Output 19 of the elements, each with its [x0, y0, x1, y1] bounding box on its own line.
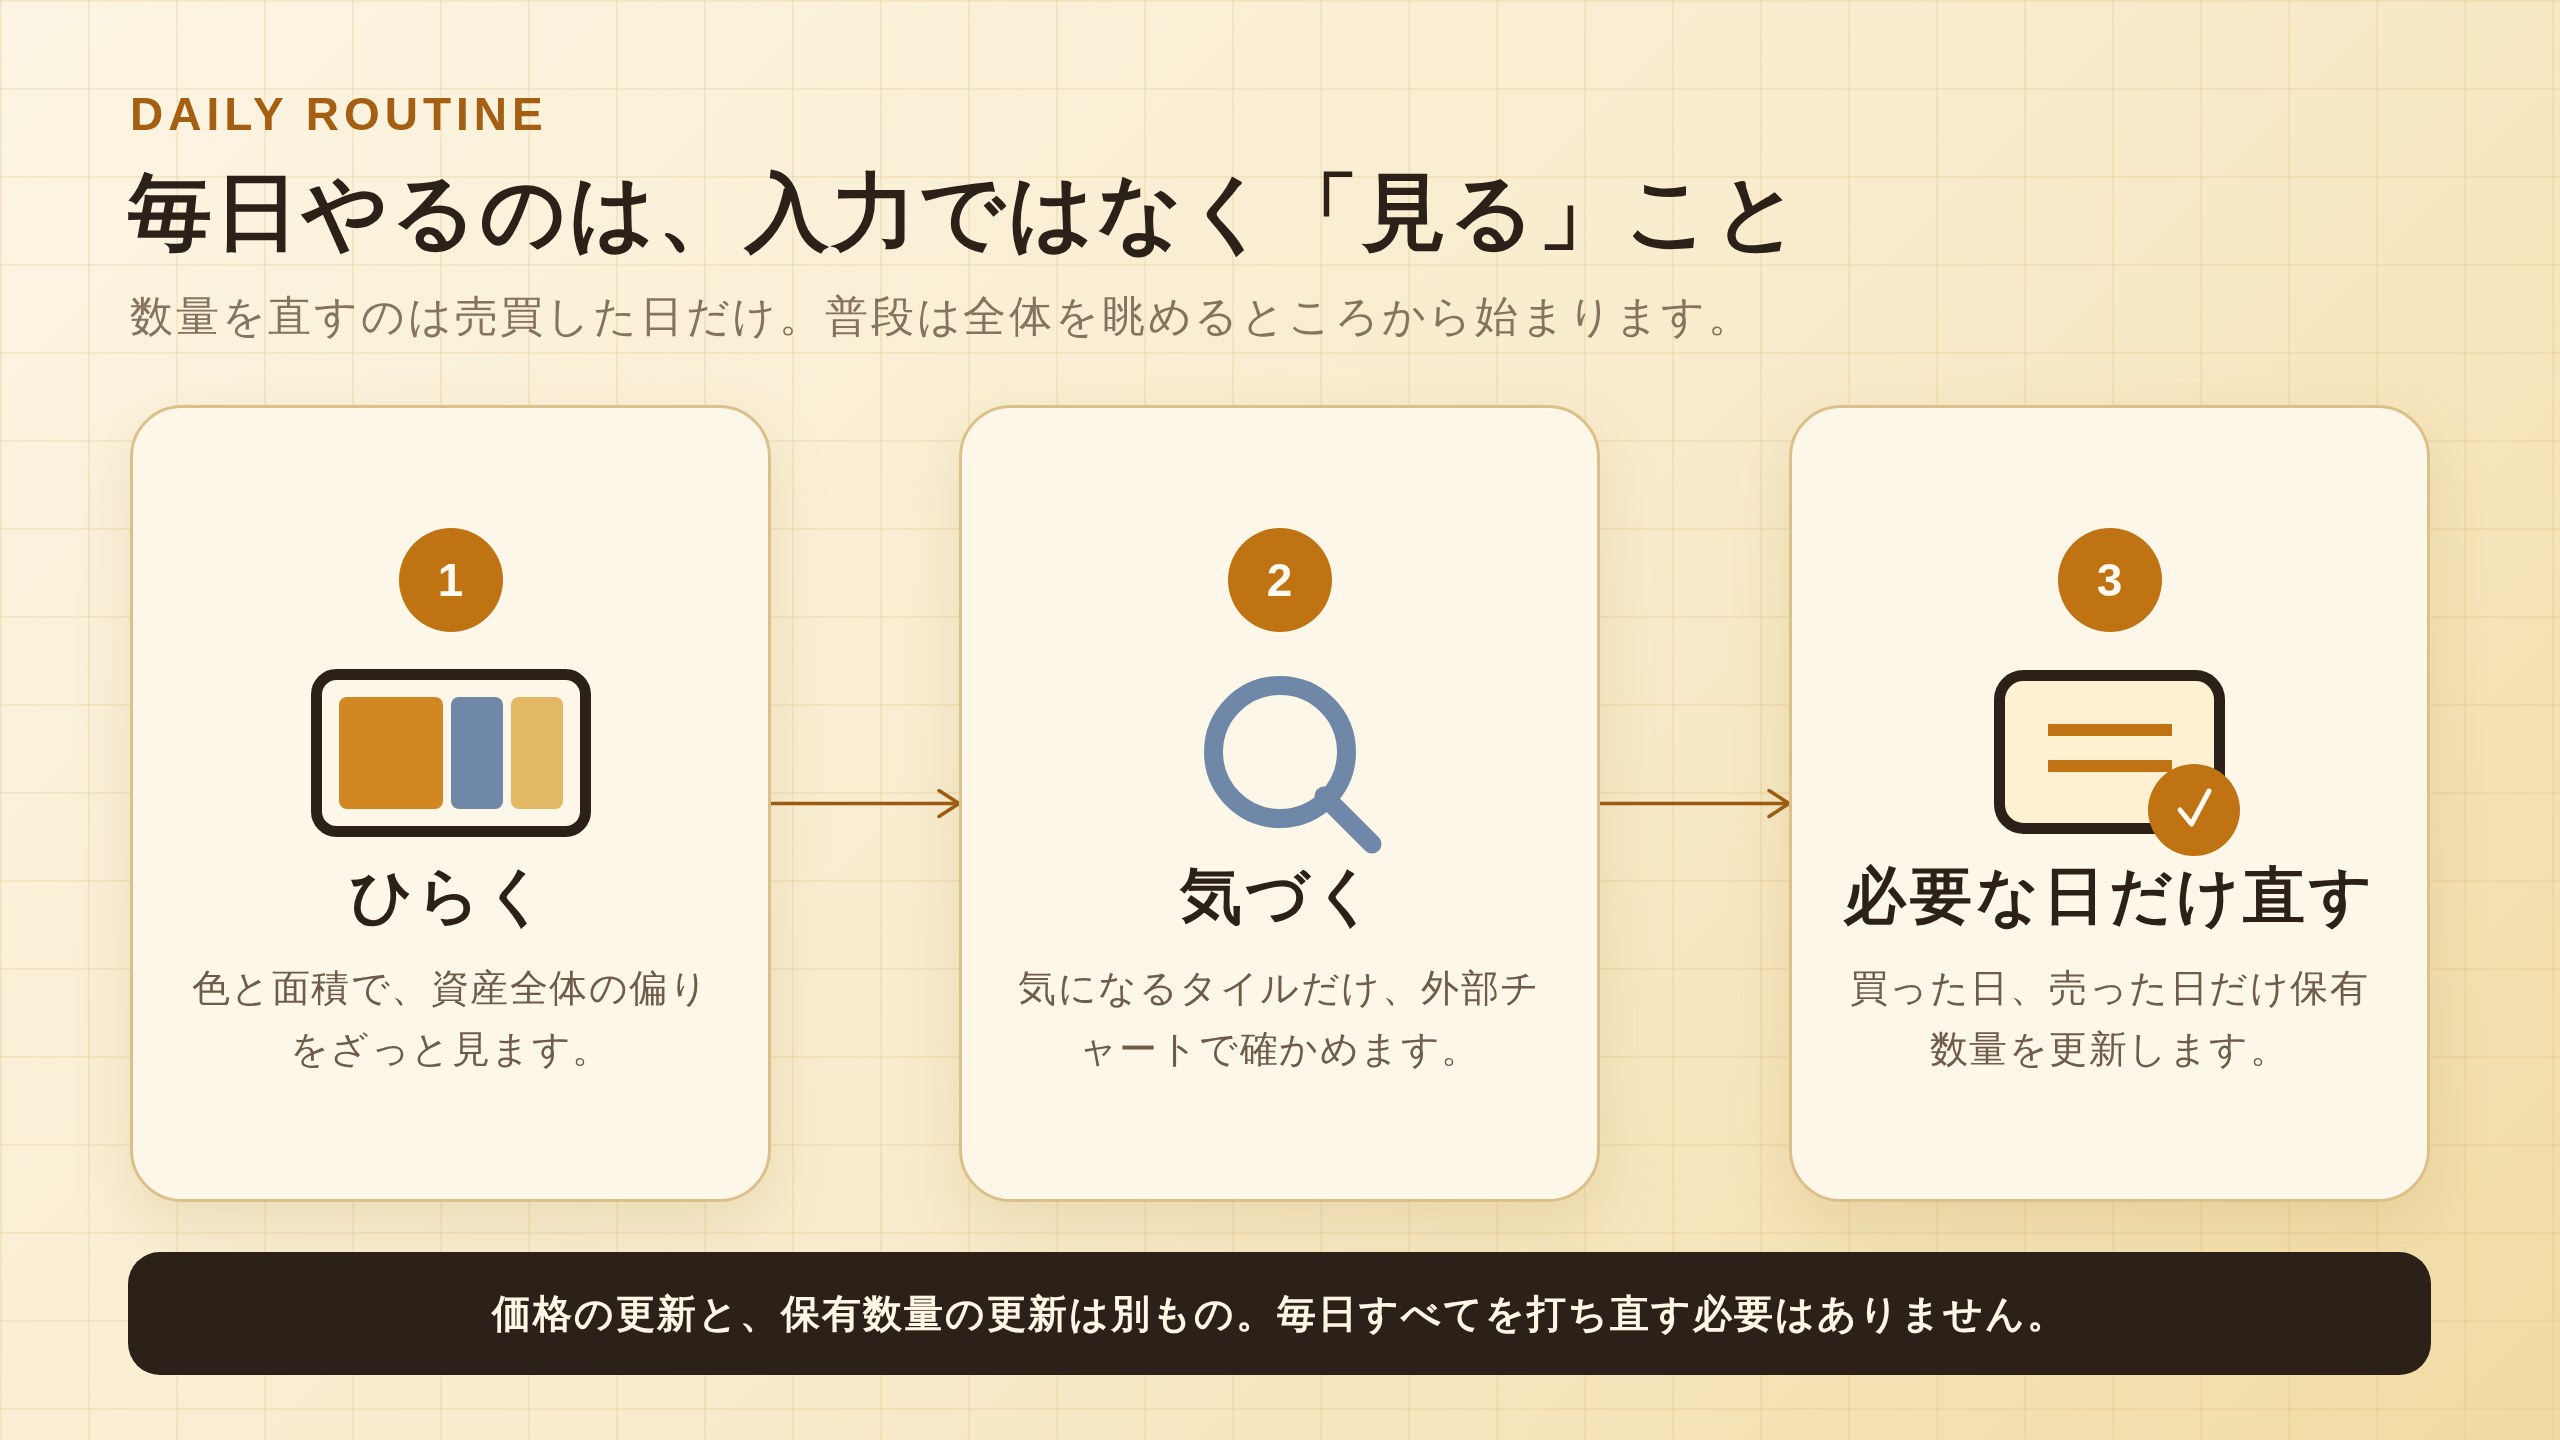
step-description: 気になるタイルだけ、外部チャートで確かめます。 [1017, 965, 1542, 1073]
page-title: 毎日やるのは、入力ではなく「見る」こと [128, 162, 1803, 263]
arrow [1600, 788, 1791, 819]
step-description: 買った日、売った日だけ保有数量を更新します。 [1848, 965, 2371, 1073]
page-subtitle: 数量を直すのは売買した日だけ。普段は全体を眺めるところから始まります。 [130, 290, 1754, 343]
step-title: 気づく [1179, 858, 1380, 934]
eyebrow-label: DAILY ROUTINE [130, 87, 548, 142]
step-description: 色と面積で、資産全体の偏りをざっと見ます。 [190, 965, 711, 1073]
step-number-badge: 2 [1227, 528, 1332, 632]
step-card [130, 405, 771, 1202]
summary-banner [128, 1252, 2431, 1375]
step-card [959, 405, 1600, 1202]
step-card [1789, 405, 2430, 1202]
step-number-badge: 3 [2057, 528, 2162, 632]
summary-text: 価格の更新と、保有数量の更新は別もの。毎日すべてを打ち直す必要はありません。 [491, 1289, 2068, 1338]
step-title: 必要な日だけ直す [1843, 858, 2376, 934]
arrow [771, 788, 961, 819]
step-title: ひらく [350, 858, 551, 934]
step-number-badge: 1 [398, 528, 503, 632]
